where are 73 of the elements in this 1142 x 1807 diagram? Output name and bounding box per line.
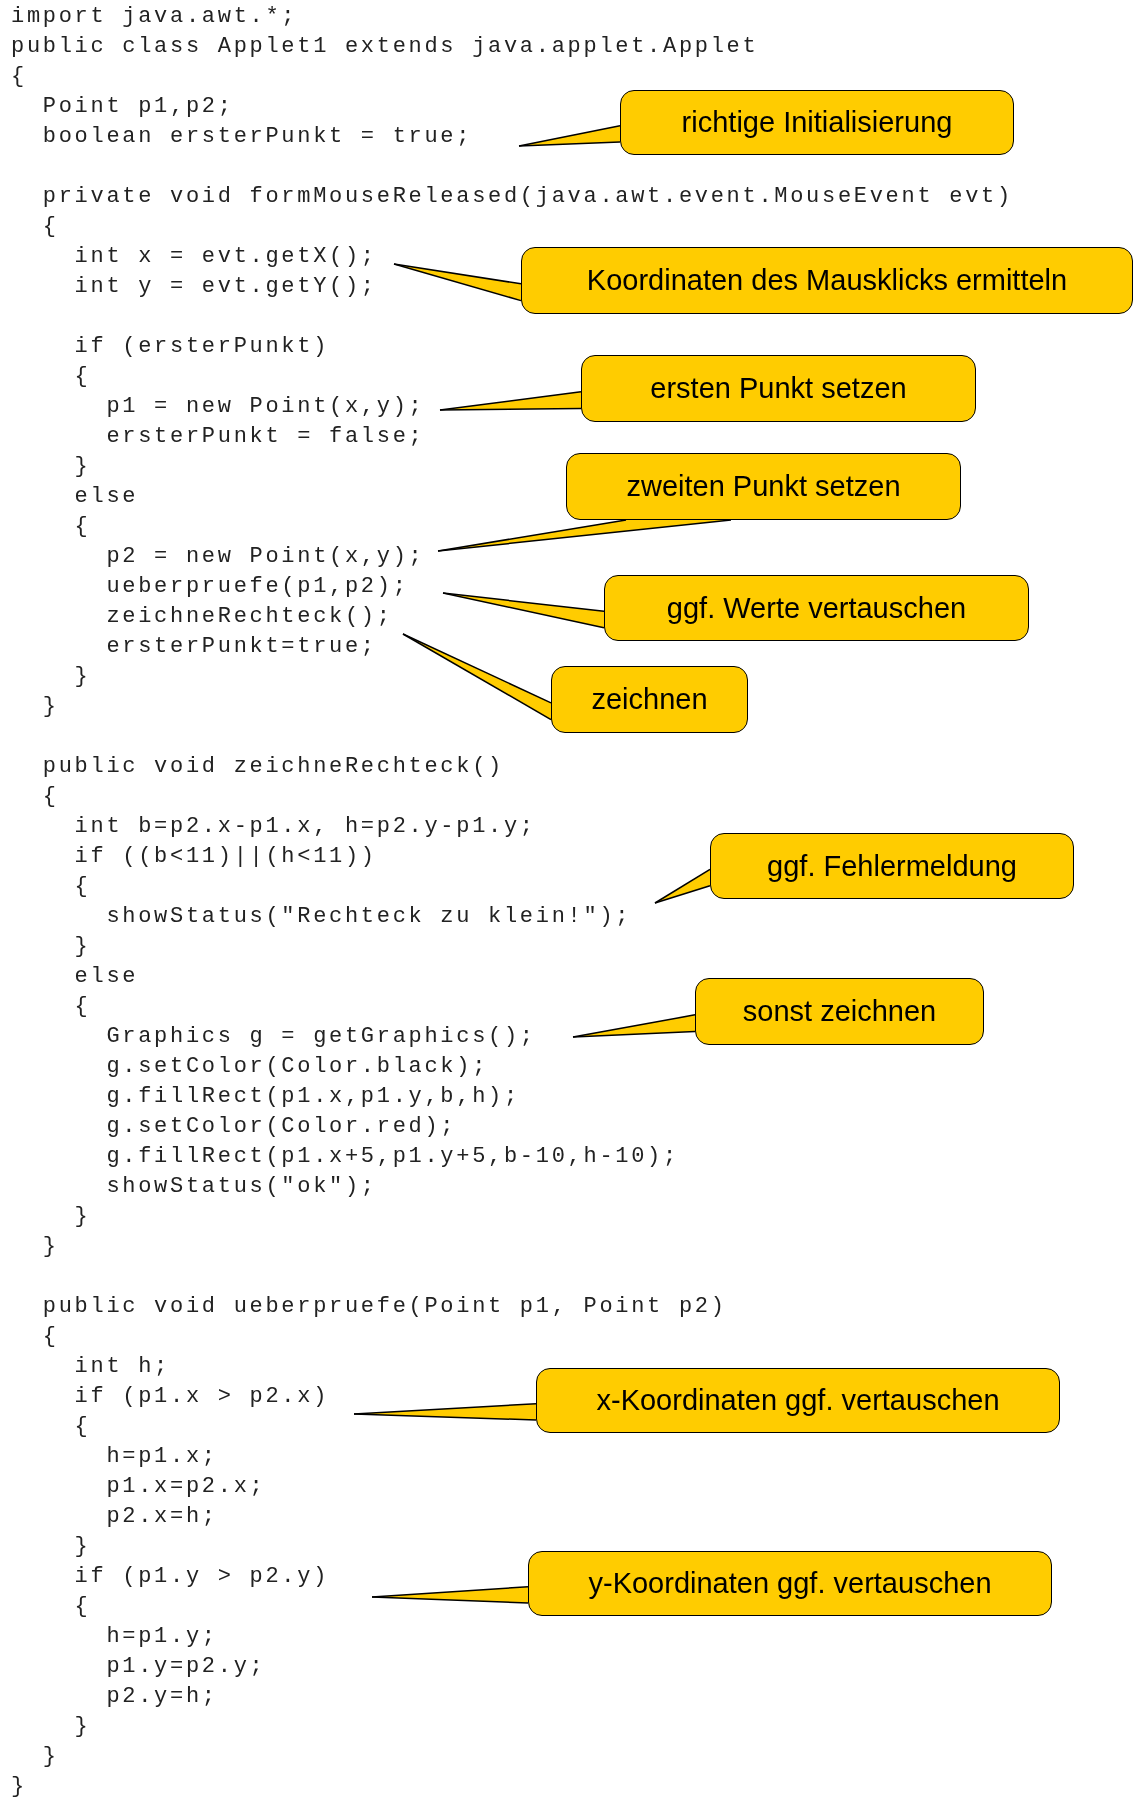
code-line: public void ueberpruefe(Point p1, Point p2) bbox=[41, 1295, 727, 1319]
code-line: p1.y=p2.y; bbox=[105, 1655, 266, 1679]
code-line: public class Applet1 extends java.applet.Applet bbox=[11, 35, 759, 59]
callout-box bbox=[528, 1551, 1052, 1616]
code-line: zeichneRechteck(); bbox=[105, 605, 393, 629]
callout-text: Koordinaten des Mausklicks ermitteln bbox=[586, 264, 1068, 297]
code-line: } bbox=[11, 1775, 27, 1799]
code-line: if (p1.x > p2.x) bbox=[73, 1385, 330, 1409]
callout-box bbox=[620, 90, 1014, 155]
code-line: { bbox=[11, 65, 27, 89]
code-line: boolean ersterPunkt = true; bbox=[41, 125, 473, 149]
code-line: } bbox=[73, 1205, 91, 1229]
callout-box bbox=[581, 355, 976, 422]
code-line: } bbox=[73, 1715, 91, 1739]
code-line: if (p1.y > p2.y) bbox=[73, 1565, 330, 1589]
code-line: { bbox=[73, 875, 91, 899]
code-line: g.setColor(Color.black); bbox=[105, 1055, 489, 1079]
callout-text: zweiten Punkt setzen bbox=[626, 470, 901, 503]
callout-box bbox=[536, 1368, 1060, 1433]
code-line: ueberpruefe(p1,p2); bbox=[105, 575, 409, 599]
code-line: { bbox=[73, 365, 91, 389]
code-line: } bbox=[41, 695, 59, 719]
code-line: p2.y=h; bbox=[105, 1685, 218, 1709]
code-line: p1 = new Point(x,y); bbox=[105, 395, 425, 419]
code-line: ersterPunkt=true; bbox=[105, 635, 377, 659]
code-line: else bbox=[73, 485, 139, 509]
code-line: if (ersterPunkt) bbox=[73, 335, 330, 359]
callout-box bbox=[695, 978, 984, 1045]
callout-text: zeichnen bbox=[591, 683, 708, 716]
code-line: int x = evt.getX(); bbox=[73, 245, 377, 269]
code-line: { bbox=[41, 215, 59, 239]
code-line: } bbox=[73, 455, 91, 479]
code-line: public void zeichneRechteck() bbox=[41, 755, 504, 779]
code-line: } bbox=[73, 665, 91, 689]
code-line: } bbox=[41, 1745, 59, 1769]
code-line: } bbox=[73, 1535, 91, 1559]
callout-text: ersten Punkt setzen bbox=[650, 372, 907, 405]
code-line: if ((b<11)||(h<11)) bbox=[73, 845, 377, 869]
code-line: showStatus("ok"); bbox=[105, 1175, 377, 1199]
code-line: { bbox=[73, 515, 91, 539]
callout-box bbox=[710, 833, 1074, 899]
code-line: g.setColor(Color.red); bbox=[105, 1115, 457, 1139]
code-line: int y = evt.getY(); bbox=[73, 275, 377, 299]
code-line: p2.x=h; bbox=[105, 1505, 218, 1529]
code-line: Graphics g = getGraphics(); bbox=[105, 1025, 536, 1049]
callout-text: y-Koordinaten ggf. vertauschen bbox=[588, 1567, 992, 1600]
code-line: int b=p2.x-p1.x, h=p2.y-p1.y; bbox=[73, 815, 536, 839]
callout-text: sonst zeichnen bbox=[742, 995, 937, 1028]
callout-text: ggf. Fehlermeldung bbox=[767, 849, 1017, 883]
code-line: showStatus("Rechteck zu klein!"); bbox=[105, 905, 632, 929]
code-line: else bbox=[73, 965, 139, 989]
code-line: { bbox=[73, 1595, 91, 1619]
code-line: Point p1,p2; bbox=[41, 95, 234, 119]
code-line: int h; bbox=[73, 1355, 171, 1379]
code-line: { bbox=[73, 1415, 91, 1439]
code-line: { bbox=[41, 785, 59, 809]
code-line: g.fillRect(p1.x,p1.y,b,h); bbox=[105, 1085, 520, 1109]
code-line: p1.x=p2.x; bbox=[105, 1475, 266, 1499]
callout-box bbox=[551, 666, 748, 733]
code-line: { bbox=[73, 995, 91, 1019]
callout-text: ggf. Werte vertauschen bbox=[666, 591, 967, 625]
code-line: private void formMouseReleased(java.awt.event.MouseEvent evt) bbox=[41, 185, 1013, 209]
code-line: { bbox=[41, 1325, 59, 1349]
callout-text: x-Koordinaten ggf. vertauschen bbox=[596, 1384, 1000, 1417]
code-line: } bbox=[73, 935, 91, 959]
code-line: h=p1.y; bbox=[105, 1625, 218, 1649]
code-line: g.fillRect(p1.x+5,p1.y+5,b-10,h-10); bbox=[105, 1145, 679, 1169]
code-line: import java.awt.*; bbox=[11, 5, 298, 29]
callout-text: richtige Initialisierung bbox=[681, 106, 953, 139]
code-line: ersterPunkt = false; bbox=[105, 425, 425, 449]
code-line: } bbox=[41, 1235, 59, 1259]
code-line: p2 = new Point(x,y); bbox=[105, 545, 425, 569]
code-line: h=p1.x; bbox=[105, 1445, 218, 1469]
